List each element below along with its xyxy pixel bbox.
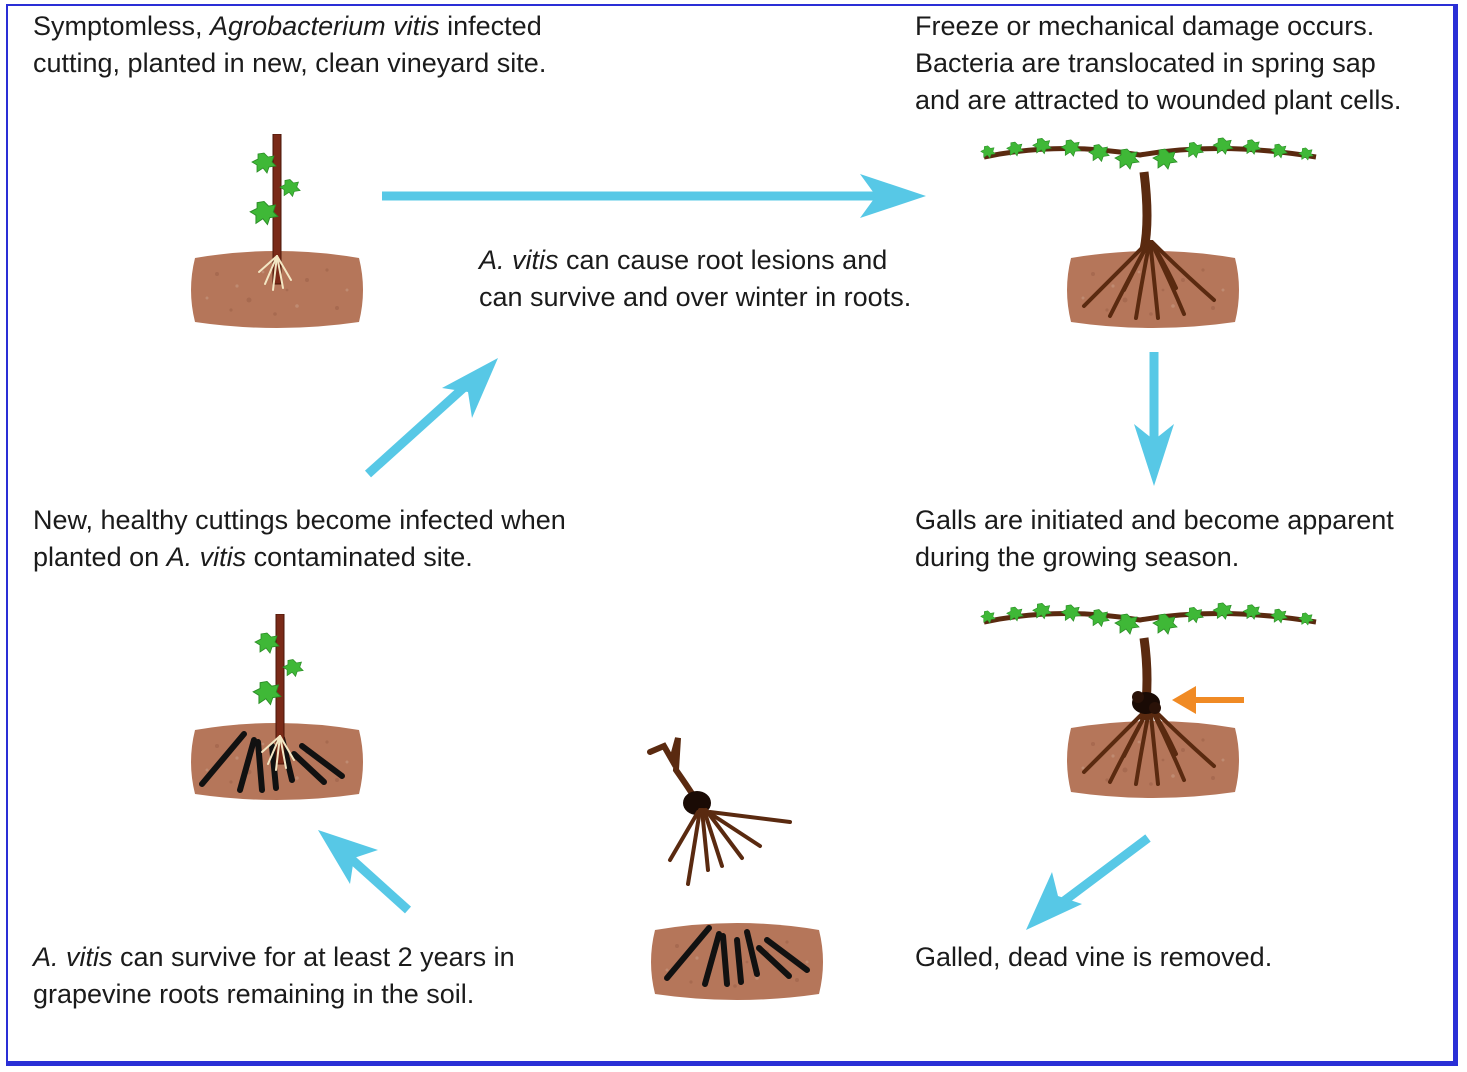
stage4-soil: [651, 923, 823, 1000]
arrow-stage6-to-center: [368, 358, 498, 474]
caption-stage5: A. vitis can survive for at least 2 year…: [33, 939, 515, 1013]
stage3-gall: [1132, 691, 1161, 714]
stage4-removed-vine: [650, 738, 790, 884]
caption-stage6: New, healthy cuttings become infected wh…: [33, 502, 566, 576]
caption-stage3: Galls are initiated and become apparent …: [915, 502, 1394, 576]
gall-indicator-arrow: [1172, 686, 1244, 714]
arrow-stage3-to-stage4: [1026, 838, 1148, 930]
caption-stage1: Symptomless, Agrobacterium vitis infecte…: [33, 8, 546, 82]
caption-stage2: Freeze or mechanical damage occurs. Bact…: [915, 8, 1401, 119]
arrow-stage2-to-stage3: [1134, 352, 1174, 486]
arrow-stage1-to-stage2: [382, 174, 926, 218]
caption-center: A. vitis can cause root lesions and can …: [479, 242, 911, 316]
caption-stage4: Galled, dead vine is removed.: [915, 939, 1272, 976]
arrow-stage5-to-stage6: [318, 830, 408, 910]
